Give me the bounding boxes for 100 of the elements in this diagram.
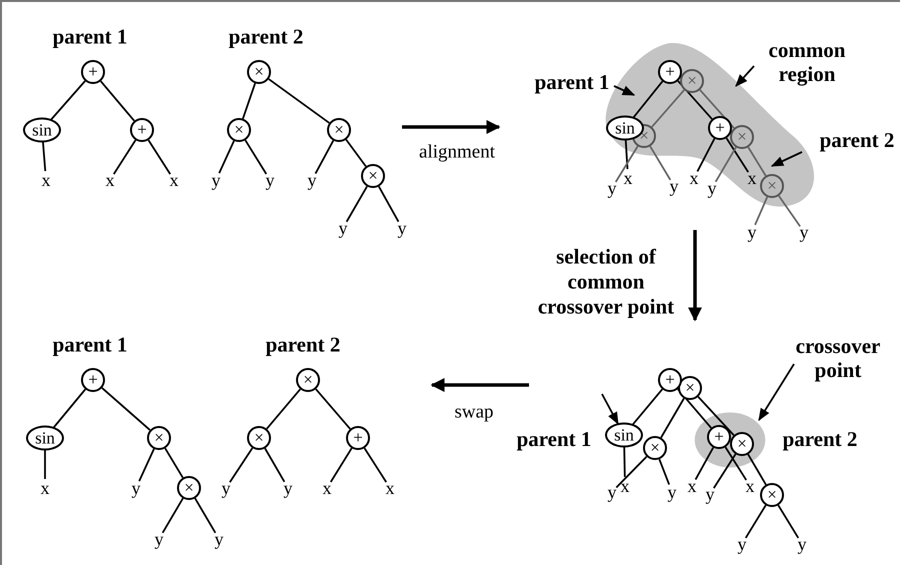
tree-edge bbox=[264, 448, 286, 482]
leaf-label: y bbox=[608, 179, 616, 197]
tree-edge bbox=[649, 146, 672, 180]
operator-node: × bbox=[247, 60, 271, 84]
tree-edge bbox=[244, 140, 268, 174]
tree-edge bbox=[696, 138, 716, 172]
tree-edge bbox=[218, 140, 235, 174]
tree-edge bbox=[113, 140, 136, 175]
tree-edge bbox=[315, 388, 351, 430]
tree-edge bbox=[623, 446, 626, 478]
leaf-label: y bbox=[748, 223, 756, 241]
operator-node: × bbox=[247, 426, 271, 450]
tree-edge bbox=[42, 142, 46, 172]
leaf-label: y bbox=[798, 535, 806, 553]
tree-edge bbox=[346, 186, 368, 222]
tree-edge bbox=[53, 388, 86, 428]
callout-label: parent 1 bbox=[516, 427, 592, 451]
leaf-label: x bbox=[40, 479, 50, 497]
operator-node: × bbox=[177, 476, 201, 500]
operator-node: + bbox=[346, 426, 370, 450]
leaf-label: x bbox=[322, 479, 332, 497]
tree-edge bbox=[744, 504, 766, 538]
tree-edge bbox=[364, 448, 387, 483]
operator-node: × bbox=[327, 118, 351, 142]
tree-title: parent 2 bbox=[228, 24, 304, 50]
leaf-label: y bbox=[670, 177, 678, 195]
tree-edge bbox=[778, 195, 801, 227]
tree-edge bbox=[624, 140, 628, 170]
tree-edge bbox=[148, 140, 171, 175]
arrow-label: selection of common crossover point bbox=[536, 244, 676, 320]
leader-line bbox=[601, 394, 619, 425]
tree-edge bbox=[778, 504, 800, 538]
tree-edge bbox=[677, 80, 713, 120]
tree-edge bbox=[616, 456, 648, 488]
leaf-label: y bbox=[738, 535, 746, 553]
leaf-label: y bbox=[308, 171, 316, 189]
tree-title: parent 2 bbox=[266, 332, 340, 358]
callout-label: parent 2 bbox=[820, 128, 894, 152]
tree-title: parent 1 bbox=[52, 24, 128, 50]
tree-edge bbox=[194, 498, 216, 534]
arrow-label: alignment bbox=[419, 140, 495, 164]
leaf-label: x bbox=[620, 477, 630, 495]
leaf-label: y bbox=[266, 171, 274, 189]
tree-edge bbox=[747, 454, 767, 486]
tree-edge bbox=[713, 454, 736, 489]
leaf-label: y bbox=[214, 530, 224, 548]
operator-node: × bbox=[678, 376, 702, 400]
function-node: sin bbox=[26, 426, 64, 450]
tree-edge bbox=[314, 140, 334, 174]
tree-edge bbox=[50, 80, 86, 120]
operator-node: × bbox=[760, 483, 784, 507]
tree-edge bbox=[698, 396, 734, 436]
leaf-label: y bbox=[222, 479, 230, 497]
leaf-label: x bbox=[624, 169, 632, 187]
tree-edge bbox=[378, 186, 400, 222]
operator-node: + bbox=[130, 118, 154, 142]
tree-edge bbox=[101, 387, 151, 431]
tree-edge bbox=[726, 138, 749, 173]
leaf-label: y bbox=[706, 485, 714, 503]
tree-edge bbox=[748, 146, 766, 176]
leader-line bbox=[758, 364, 795, 422]
callout-label: common region bbox=[757, 38, 857, 86]
leaf-label: y bbox=[668, 483, 676, 501]
operator-node: + bbox=[658, 368, 682, 392]
leaf-label: x bbox=[42, 171, 50, 189]
function-node: sin bbox=[605, 422, 643, 448]
leader-line bbox=[614, 85, 636, 96]
leaf-label: y bbox=[398, 219, 406, 237]
leaf-label: x bbox=[690, 169, 698, 187]
tree-edge bbox=[694, 447, 714, 480]
callout-label: parent 2 bbox=[782, 427, 858, 451]
arrow-label: swap bbox=[454, 400, 494, 424]
tree-edge bbox=[651, 89, 685, 128]
tree-edge bbox=[614, 146, 638, 182]
leaf-label: x bbox=[106, 171, 114, 189]
callout-label: crossover point bbox=[783, 334, 893, 382]
leaf-label: x bbox=[748, 169, 756, 187]
operator-node: + bbox=[81, 368, 105, 392]
tree-edge bbox=[754, 196, 768, 226]
leaf-label: x bbox=[386, 479, 394, 497]
tree-edge bbox=[724, 446, 747, 481]
tree-title: parent 1 bbox=[52, 332, 128, 358]
leaf-label: y bbox=[212, 171, 220, 189]
operator-node: × bbox=[147, 426, 171, 450]
tree-edge bbox=[162, 498, 184, 534]
tree-edge bbox=[699, 89, 735, 129]
operator-node: × bbox=[643, 436, 667, 460]
leaf-label: y bbox=[800, 223, 808, 241]
function-node: sin bbox=[23, 118, 61, 142]
leaf-label: y bbox=[708, 179, 716, 197]
tree-edge bbox=[632, 80, 664, 118]
operator-node: × bbox=[296, 368, 320, 392]
leader-line bbox=[770, 151, 802, 167]
callout-label: parent 1 bbox=[534, 70, 610, 94]
tree-edge bbox=[100, 80, 135, 122]
tree-edge bbox=[229, 448, 254, 483]
tree-edge bbox=[266, 388, 301, 430]
leaf-label: y bbox=[338, 219, 348, 237]
leaf-label: x bbox=[170, 171, 178, 189]
tree-edge bbox=[330, 448, 352, 482]
